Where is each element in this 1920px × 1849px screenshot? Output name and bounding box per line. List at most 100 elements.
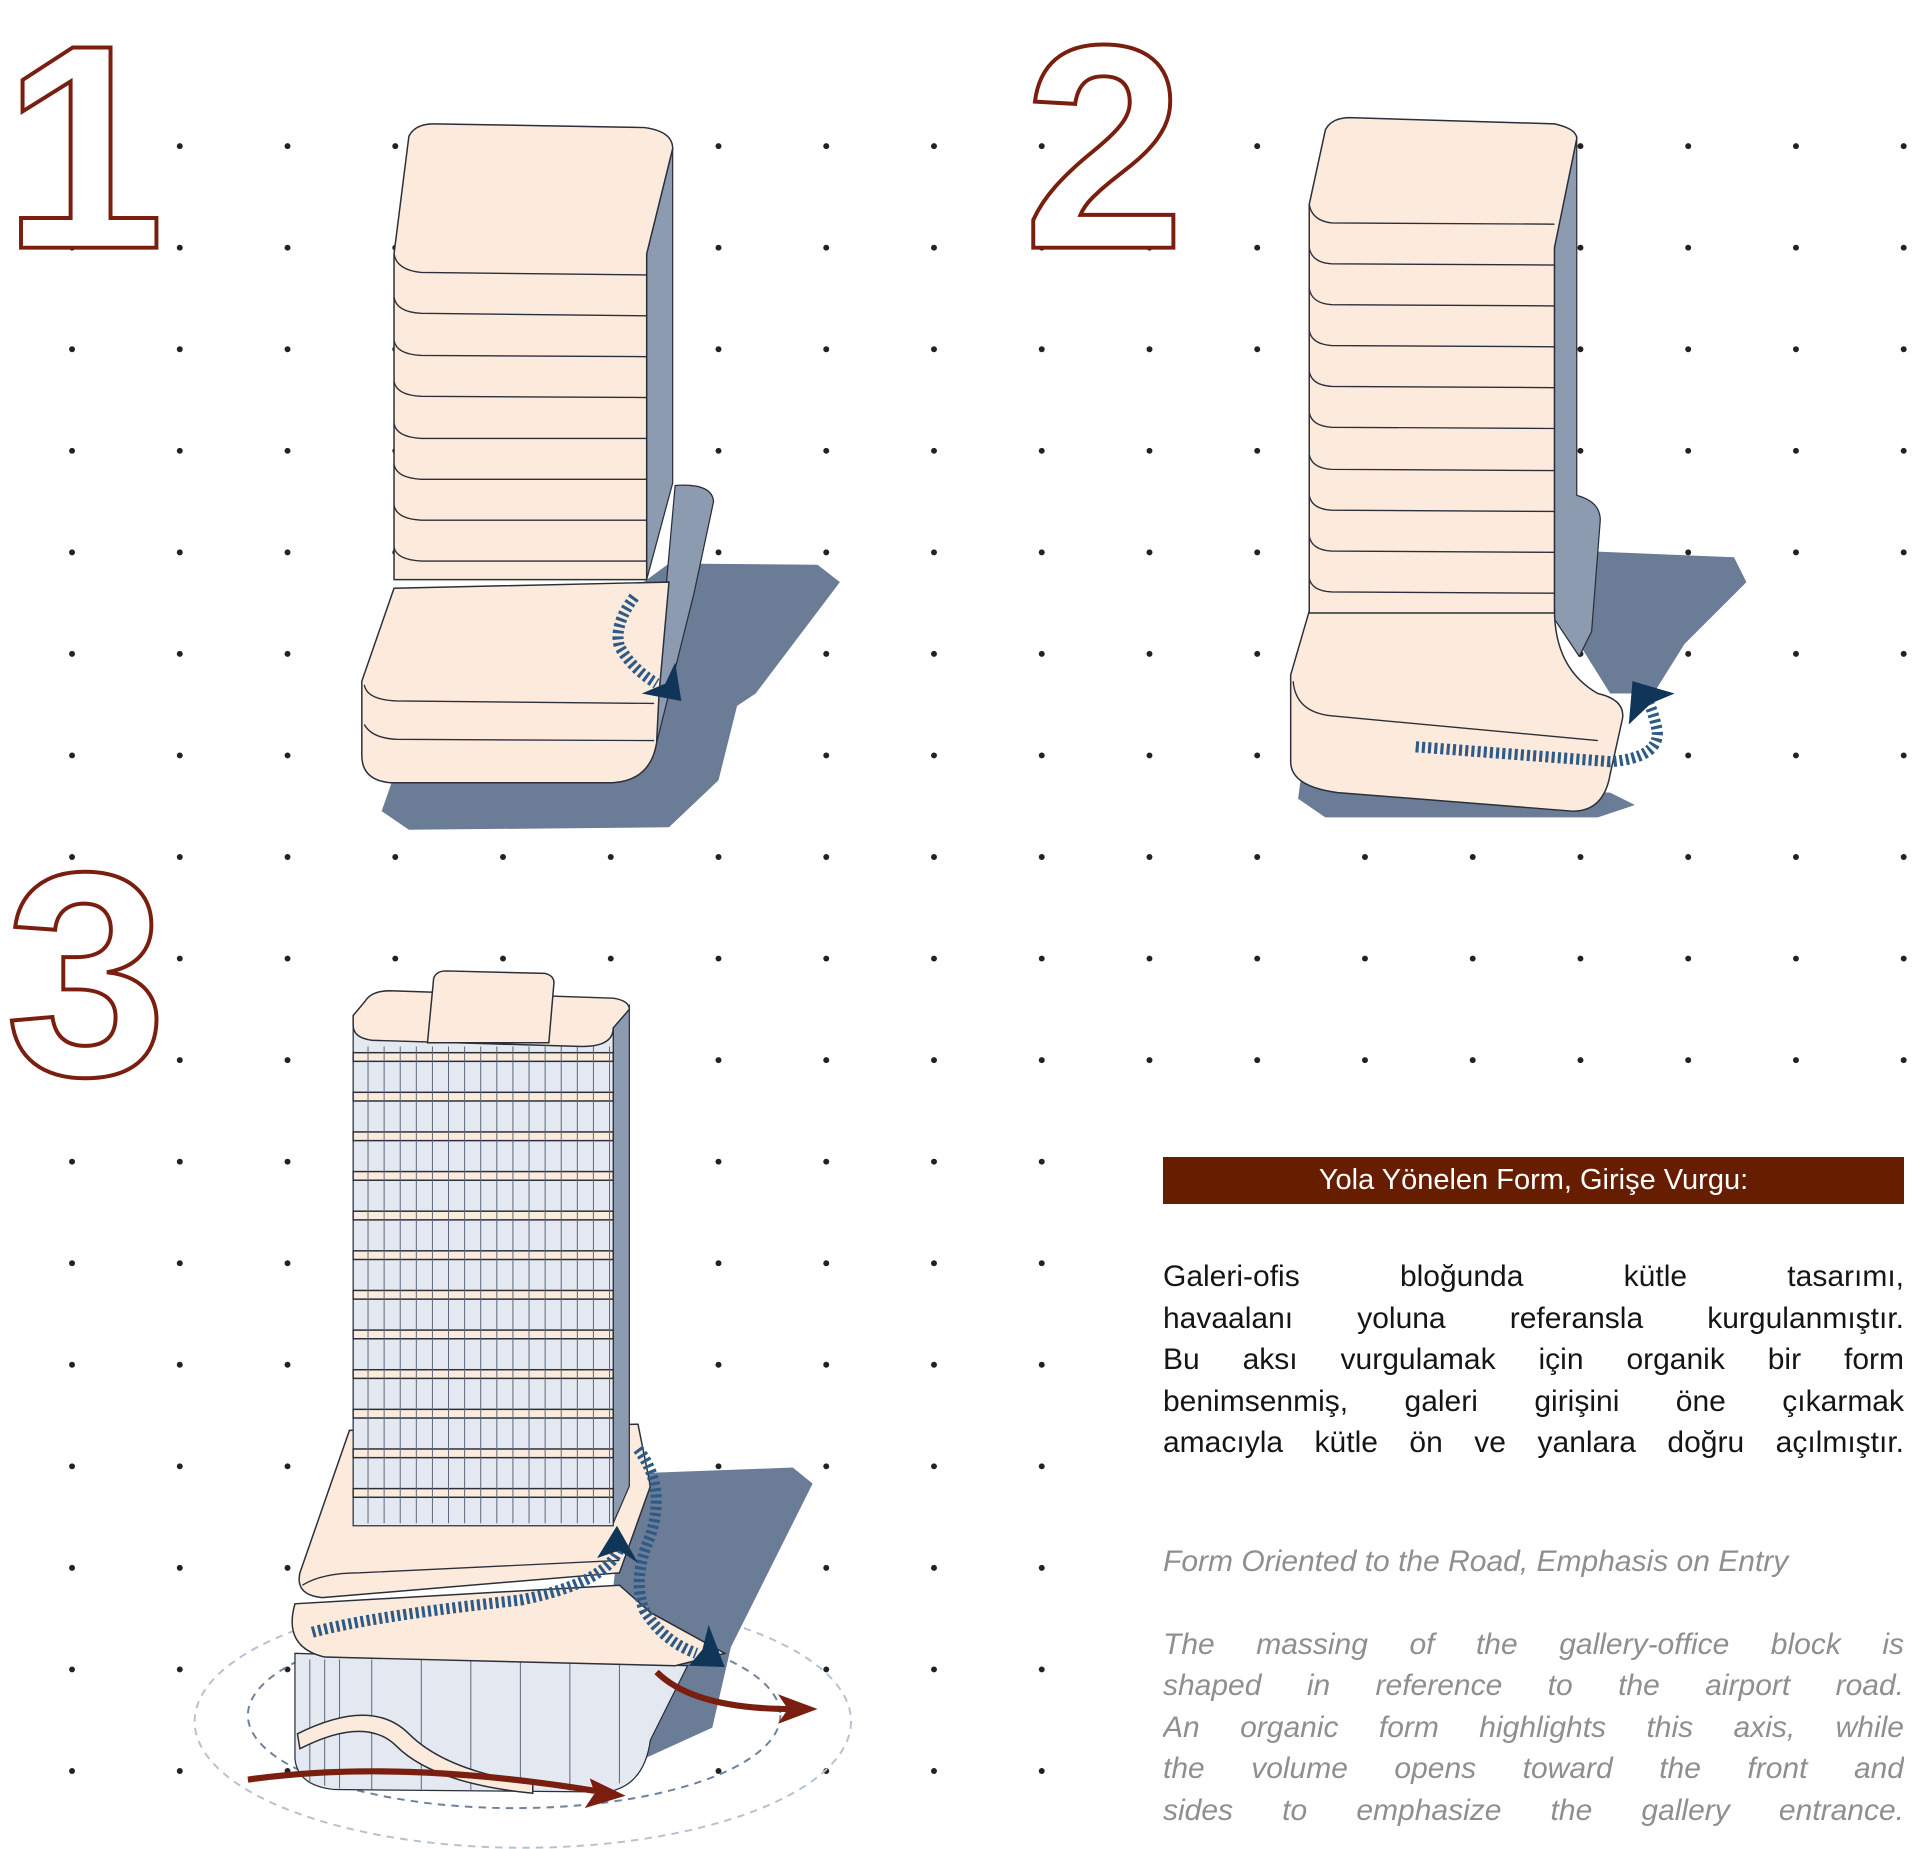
grid-dot [823, 1463, 830, 1470]
grid-dot [931, 1768, 937, 1774]
description-line: amacıyla kütle ön ve yanlara doğru açılm… [1163, 1426, 1904, 1459]
grid-dot [715, 244, 722, 251]
grid-dot [823, 955, 830, 962]
grid-dot [823, 854, 830, 860]
grid-dot [176, 346, 183, 353]
grid-dot [1685, 346, 1692, 353]
grid-dot [823, 1361, 830, 1368]
grid-dot [176, 1666, 183, 1673]
step-number-1: 1 [3, 0, 165, 310]
grid-dot [823, 1057, 830, 1064]
grid-dot [69, 1768, 76, 1774]
podium [361, 581, 670, 784]
grid-dot [69, 447, 76, 454]
arrow-head [597, 1525, 639, 1563]
grid-dot [176, 244, 183, 251]
massing-step-1 [361, 123, 840, 830]
grid-dot [284, 447, 291, 454]
grid-dot [284, 1158, 291, 1165]
grid-dot [69, 1666, 76, 1673]
grid-dot [1792, 1057, 1799, 1064]
grid-dot [1038, 1666, 1045, 1673]
grid-dot [1254, 143, 1261, 150]
grid-dot [823, 244, 830, 251]
arrow-head [584, 1778, 626, 1809]
grid-dot [1146, 752, 1153, 759]
grid-dot [1792, 346, 1799, 353]
tower-side [612, 1003, 630, 1524]
grid-dot [392, 854, 399, 860]
grid-dot [1685, 1057, 1692, 1064]
grid-dot [1038, 549, 1045, 556]
floor-slab [352, 1051, 614, 1063]
grid-dot [176, 1361, 183, 1368]
description-line: Bu aksı vurgulamak için organik bir form [1163, 1343, 1904, 1376]
grid-dot [1469, 955, 1476, 962]
grid-dot [823, 346, 830, 353]
grid-dot [176, 1260, 183, 1267]
grid-dot [1146, 143, 1153, 150]
floor-slab [352, 1091, 614, 1102]
grid-dot [1685, 650, 1692, 657]
grid-dot [284, 1564, 291, 1571]
floor-slab [352, 1170, 614, 1181]
grid-dot [931, 1260, 937, 1267]
floor-slab [352, 1408, 614, 1419]
grid-dot [284, 1361, 291, 1368]
grid-dot [1900, 143, 1907, 150]
grid-dot [823, 1260, 830, 1267]
grid-dot [931, 447, 937, 454]
grid-dot [1146, 955, 1153, 962]
grid-dot [1577, 854, 1584, 860]
grid-dot [284, 143, 291, 150]
grid-dot [176, 549, 183, 556]
grid-dot [823, 752, 830, 759]
grid-dot [176, 1768, 183, 1774]
grid-dot [284, 1057, 291, 1064]
grid-dot [1792, 955, 1799, 962]
arrow-head [777, 1694, 818, 1724]
grid-dot [1038, 1361, 1045, 1368]
grid-dot [1577, 244, 1584, 251]
grid-dot [1792, 143, 1799, 150]
grid-dot [1146, 447, 1153, 454]
grid-dot [823, 1158, 830, 1165]
grid-dot [284, 1260, 291, 1267]
grid-dot [1685, 143, 1692, 150]
grid-dot [1792, 854, 1799, 860]
grid-dot [1792, 447, 1799, 454]
grid-dot [1900, 650, 1907, 657]
description-line: the volume opens toward the front and [1163, 1752, 1904, 1785]
massing-step-2 [1289, 116, 1747, 818]
grid-dot [1038, 752, 1045, 759]
grid-dot [1469, 854, 1476, 860]
flow-arrow [612, 593, 660, 689]
grid-dot [931, 143, 937, 150]
grid-dot [1254, 346, 1261, 353]
grid-dot [500, 854, 506, 860]
grid-dot [823, 1666, 830, 1673]
grid-dot [1577, 1057, 1584, 1064]
grid-dot [284, 549, 291, 556]
grid-dot [284, 650, 291, 657]
grid-dot [1038, 1768, 1045, 1774]
grid-dot [1254, 447, 1261, 454]
description-line: sides to emphasize the gallery entrance. [1163, 1793, 1904, 1827]
grid-dot [931, 752, 937, 759]
grid-dot [284, 752, 291, 759]
floor-slab [352, 1250, 614, 1261]
grid-dot [931, 1666, 937, 1673]
grid-dot [284, 244, 291, 251]
floor-slab [352, 1368, 614, 1380]
grid-dot [1254, 244, 1261, 251]
grid-dot [69, 1260, 76, 1267]
grid-dot [1792, 650, 1799, 657]
grid-dot [1254, 854, 1261, 860]
grid-dot [392, 143, 399, 150]
grid-dot [1038, 244, 1045, 251]
flow-arrow [1415, 697, 1663, 768]
flow-arrow-upper [633, 1445, 699, 1659]
grid-dot [823, 143, 830, 150]
grid-dot [931, 1361, 937, 1368]
